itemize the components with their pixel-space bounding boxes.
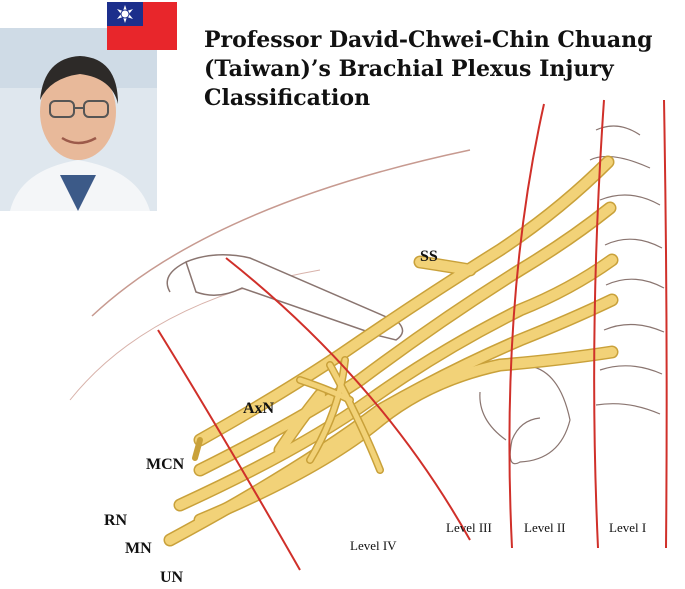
level-iv-left-line <box>157 329 301 571</box>
portrait-photo <box>0 28 157 211</box>
label-un: UN <box>160 569 184 586</box>
label-rn: RN <box>104 512 128 529</box>
title-line-3: Classification <box>204 85 371 111</box>
level-i-line <box>663 99 668 549</box>
label-level-i: Level I <box>609 520 647 535</box>
label-level-iv: Level IV <box>350 538 397 553</box>
level-iv-right-line <box>225 257 471 541</box>
label-level-iii: Level III <box>446 520 492 535</box>
title-line-2: (Taiwan)’s Brachial Plexus Injury <box>204 56 614 82</box>
title-line-1: Professor David-Chwei-Chin Chuang <box>204 27 653 53</box>
label-mn: MN <box>125 540 152 557</box>
level-iii-line <box>508 103 545 549</box>
taiwan-flag-icon <box>107 2 177 50</box>
label-level-ii: Level II <box>524 520 566 535</box>
label-axn: AxN <box>243 400 275 417</box>
label-ss: SS <box>420 248 438 265</box>
label-mcn: MCN <box>146 456 185 473</box>
level-ii-line <box>593 99 605 549</box>
page-title: Professor David-Chwei-Chin Chuang (Taiwa… <box>204 26 674 113</box>
